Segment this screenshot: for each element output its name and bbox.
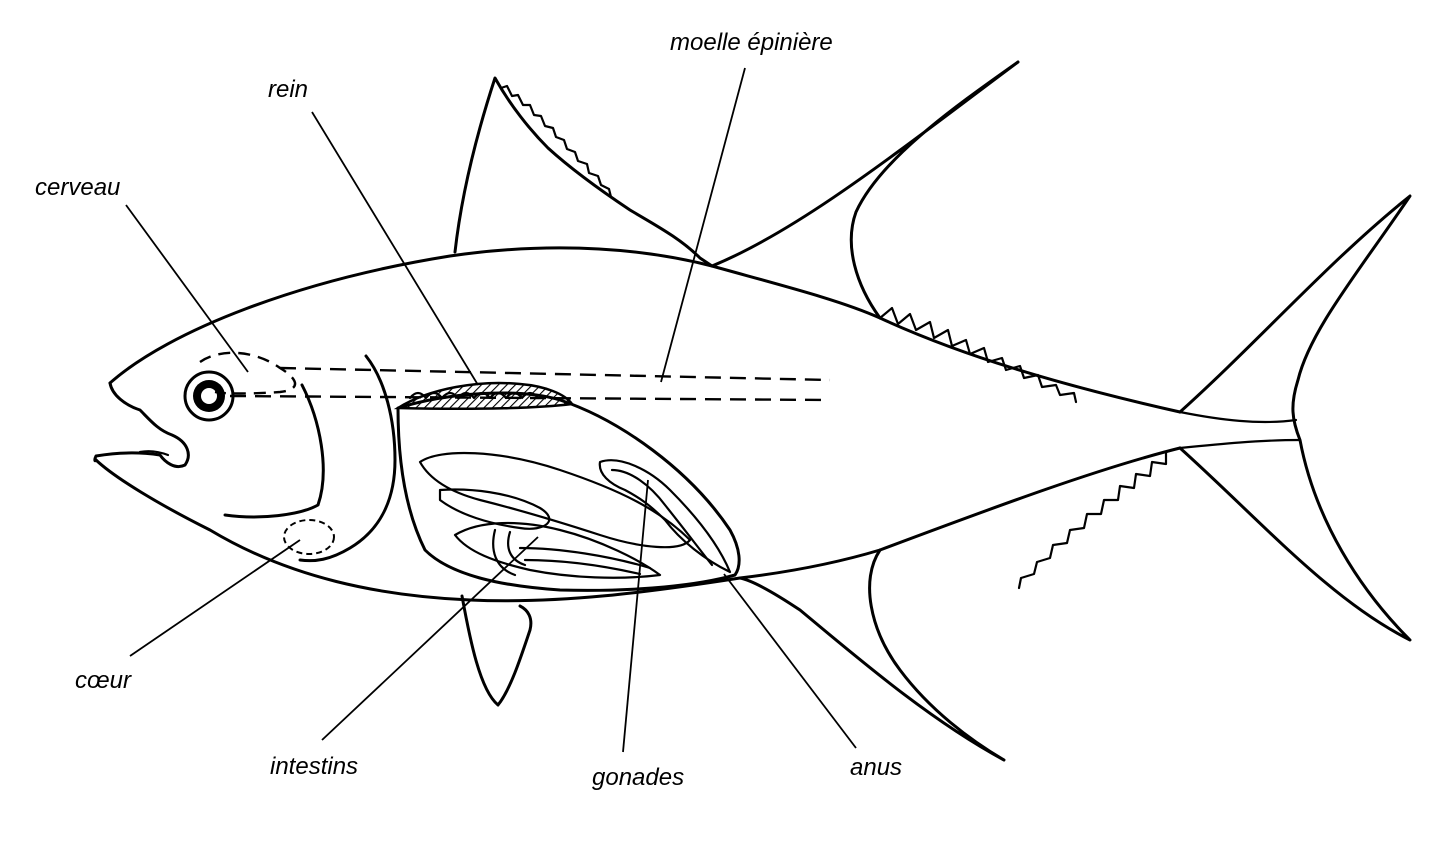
anal-fin <box>740 550 1004 760</box>
eye-pupil <box>201 388 217 404</box>
body-upper-outline <box>110 248 1180 412</box>
upper-finlets <box>880 308 1076 402</box>
label-moelle: moelle épinière <box>670 29 833 56</box>
head-snout <box>95 383 188 467</box>
pelvic-fin <box>462 596 531 705</box>
leader-intestins <box>322 537 538 740</box>
leader-coeur <box>130 540 300 656</box>
gill-cover-back <box>300 356 395 561</box>
label-anus: anus <box>850 754 902 781</box>
intestines-loop-5 <box>520 548 650 574</box>
label-gonades: gonades <box>592 764 684 791</box>
leader-rein <box>312 112 478 385</box>
label-rein: rein <box>268 76 308 103</box>
label-intestins: intestins <box>270 753 358 780</box>
leader-cerveau <box>126 205 248 372</box>
label-cerveau: cerveau <box>35 174 120 201</box>
leader-moelle <box>661 68 745 382</box>
dorsal-fin <box>455 78 712 266</box>
caudal-keel <box>1180 412 1300 448</box>
spinal-cord-upper <box>280 368 830 380</box>
leader-anus <box>724 574 856 748</box>
leader-gonades <box>623 480 648 752</box>
heart <box>284 520 334 554</box>
gill-cover <box>225 385 323 517</box>
label-coeur: cœur <box>75 667 132 694</box>
lower-finlets <box>1019 448 1180 588</box>
gonads <box>600 460 730 572</box>
dorsal-fin-edge <box>495 78 611 197</box>
body-cavity <box>398 393 739 590</box>
